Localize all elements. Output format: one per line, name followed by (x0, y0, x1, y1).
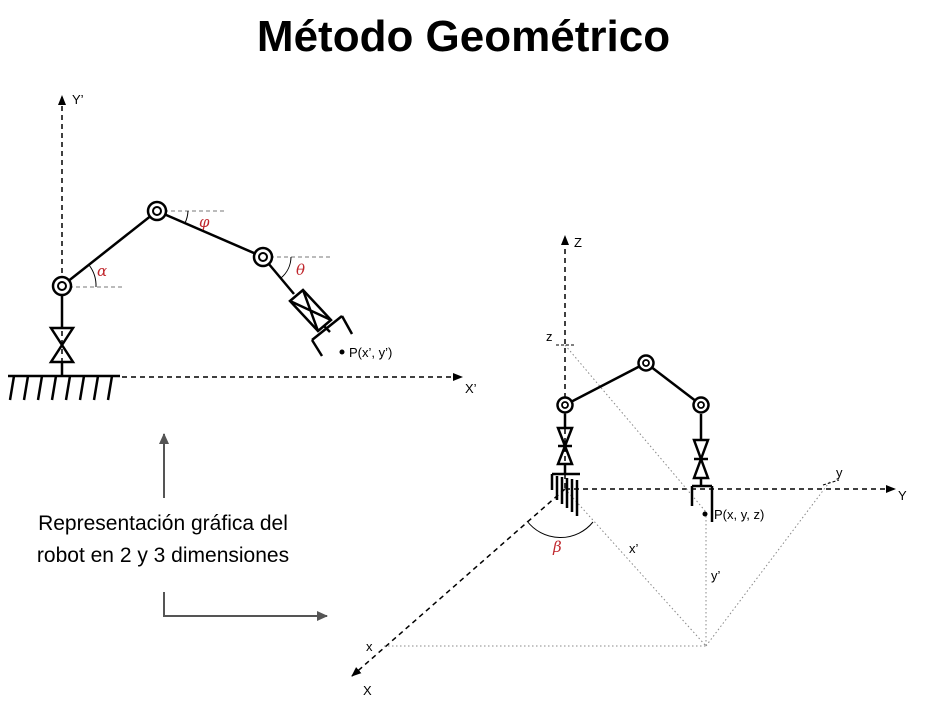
angle-arcs-2d (88, 210, 292, 288)
revolute-joint-icon (692, 396, 710, 414)
projection-lines (384, 344, 832, 647)
joints-3d (556, 354, 710, 414)
alpha-label: α (97, 262, 107, 280)
wrist-prismatic-2d (288, 288, 333, 333)
gripper-2d (310, 315, 354, 357)
revolute-joint-icon (51, 275, 73, 297)
phi-label: φ (199, 213, 210, 231)
base-column (48, 295, 76, 376)
page-title: Método Geométrico (256, 12, 671, 61)
x-prime-mark-label: x’ (629, 541, 639, 556)
beta-label: β (552, 538, 562, 556)
revolute-joint-icon (252, 246, 274, 268)
beta-arc (526, 520, 594, 538)
x-axis (351, 488, 566, 677)
robot-links-3d (564, 361, 703, 440)
y-axis-label: Y (898, 488, 907, 503)
left-column-3d (556, 414, 574, 466)
x-mark-label: x (366, 639, 373, 654)
right-arrow (163, 592, 328, 621)
z-axis-label: Z (574, 235, 582, 250)
revolute-joint-icon (556, 396, 574, 414)
end-point-label-2d: P(x’, y’) (349, 345, 392, 360)
y-prime-mark-label: y’ (711, 568, 721, 583)
caption-line-1: Representación gráfica del (38, 512, 288, 535)
projection-ticks (556, 344, 840, 486)
diagram-3d: Z Y X z y x x’ y’ β (351, 235, 907, 698)
caption-line-2: robot en 2 y 3 dimensiones (37, 544, 289, 567)
diagram-2d: Y’ X’ (8, 92, 477, 401)
end-point-label-3d: P(x, y, z) (714, 507, 764, 522)
y-mark-label: y (836, 465, 843, 480)
joints-2d (51, 200, 274, 297)
y-prime-label: Y’ (72, 92, 84, 107)
revolute-joint-icon (146, 200, 168, 222)
wrist-prismatic-3d (692, 438, 710, 480)
gripper-3d (690, 478, 714, 522)
end-point-dot-3d (702, 511, 708, 517)
end-point-dot (339, 349, 345, 355)
x-axis-label: X (363, 683, 372, 698)
base-3d (550, 464, 580, 516)
x-prime-label: X’ (465, 381, 477, 396)
revolute-joint-icon (637, 354, 655, 372)
theta-label: θ (296, 261, 305, 279)
z-mark-label: z (546, 329, 553, 344)
ground-base (8, 374, 120, 401)
